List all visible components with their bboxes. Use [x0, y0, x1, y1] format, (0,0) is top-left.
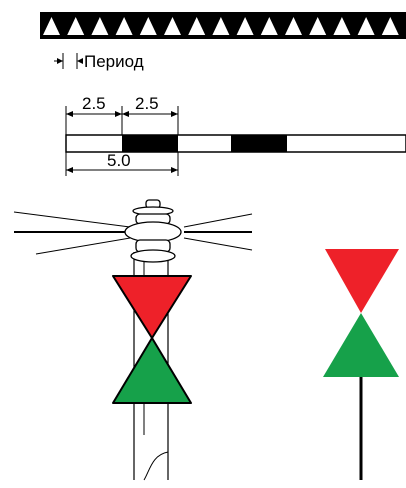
dimension-label-left: 2.5 — [82, 94, 106, 113]
white-triangle — [139, 17, 157, 35]
white-triangle — [115, 17, 133, 35]
green-triangle-up-plain — [323, 313, 399, 377]
bottom-dim-arrow-left — [66, 167, 73, 173]
wire-line-left-upper — [13, 211, 131, 228]
white-triangle — [260, 17, 278, 35]
period-arrowhead-left — [57, 58, 63, 64]
simple-topmark-on-stick — [323, 249, 399, 480]
insulator-disc-3 — [130, 249, 176, 263]
period-arrowhead-right — [77, 58, 83, 64]
white-triangle — [285, 17, 302, 35]
wire-lines — [13, 211, 253, 255]
insulator-disc-2 — [124, 221, 182, 243]
bottom-dim-arrow-right — [171, 167, 178, 173]
stripe-bar-black-segment-1 — [122, 135, 178, 152]
mast-with-topmark — [13, 199, 253, 481]
top-dim-arrow-right — [171, 111, 178, 117]
white-triangle — [357, 17, 375, 35]
top-dim-arrow-mid-right — [122, 111, 129, 117]
red-triangle-down-plain — [325, 249, 399, 313]
period-label: Период — [84, 52, 144, 71]
white-triangle — [309, 17, 327, 35]
top-dim-arrow-left — [66, 111, 73, 117]
white-triangle — [236, 17, 254, 35]
white-triangle — [91, 17, 109, 35]
white-triangle-row — [43, 17, 399, 35]
white-triangle — [67, 17, 85, 35]
dimension-bar-diagram: 2.5 2.5 5.0 — [65, 94, 406, 176]
dimension-label-right: 2.5 — [135, 94, 159, 113]
insulator-icon — [124, 199, 182, 263]
white-triangle — [381, 17, 399, 35]
top-dim-arrow-mid-left — [115, 111, 122, 117]
dimension-label-total: 5.0 — [107, 151, 131, 170]
white-triangle — [188, 17, 206, 35]
wire-line-right-upper — [183, 213, 253, 228]
white-triangle — [333, 17, 351, 35]
wire-line-left-lower — [35, 237, 131, 255]
red-triangle-down — [112, 275, 192, 339]
period-indicator: Период — [54, 52, 144, 71]
white-triangle — [212, 17, 230, 35]
wire-line-right-lower — [183, 237, 253, 251]
stripe-bar-black-segment-2 — [231, 135, 287, 152]
pole-break-curve — [143, 451, 169, 481]
white-triangle — [164, 17, 181, 35]
triangle-pattern-band — [40, 12, 406, 39]
white-triangle — [43, 17, 60, 35]
green-triangle-up — [112, 337, 192, 404]
